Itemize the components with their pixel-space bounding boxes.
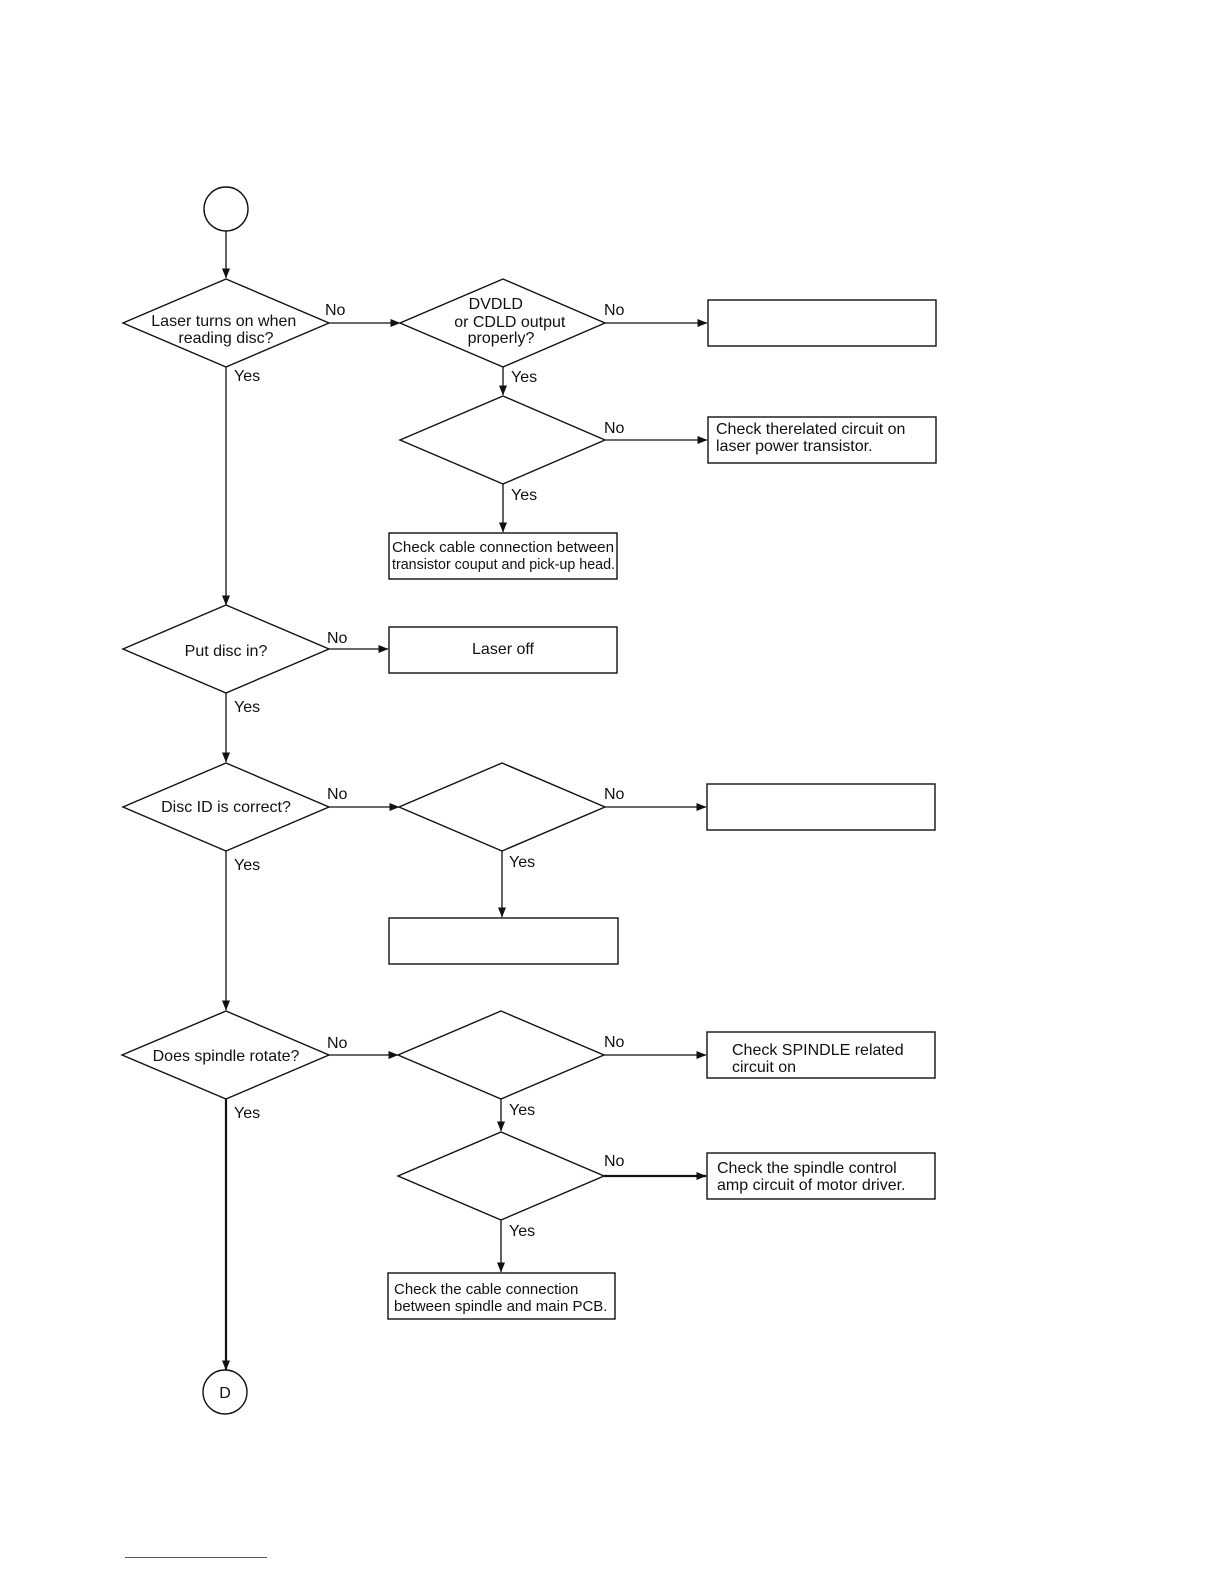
decision-spindle: Does spindle rotate? (120, 1010, 331, 1100)
label-no: No (327, 630, 348, 647)
svg-text:Check cable connection between: Check cable connection between (392, 539, 614, 556)
label-yes: Yes (509, 854, 535, 871)
box-text-line: Laser off (472, 641, 535, 658)
label-yes: Yes (234, 857, 260, 874)
box-text-line: between spindle and main PCB. (394, 1298, 607, 1315)
box-text-line: amp circuit of motor driver. (717, 1177, 906, 1194)
label-no: No (604, 1153, 625, 1170)
label-no: No (604, 420, 625, 437)
decision-text-line: Put disc in? (185, 643, 268, 660)
decision-text-line: Disc ID is correct? (161, 799, 291, 816)
box-blank-top (707, 299, 937, 347)
branch-labels: No No Yes Yes No Yes No Yes No No Yes Ye… (234, 302, 625, 1240)
svg-text:Laser turns on when read: Laser turns on when reading disc? (151, 313, 300, 347)
label-no: No (604, 786, 625, 803)
end-connector: D (202, 1369, 248, 1415)
box-laser-transistor: Check therelated circuit on laser power … (707, 416, 937, 464)
decision-blank-3 (396, 1010, 606, 1100)
svg-text:Check SPINDLE related ci: Check SPINDLE related circuit on (732, 1042, 908, 1076)
label-yes: Yes (511, 487, 537, 504)
decision-text-line: properly? (468, 330, 535, 347)
svg-text:Check therelated circuit on: Check therelated circuit on laser power … (716, 421, 910, 455)
decision-blank-4 (396, 1131, 606, 1221)
svg-text:Does spindle rotate?: Does spindle rotate? (153, 1048, 300, 1065)
label-yes: Yes (509, 1102, 535, 1119)
label-yes: Yes (234, 699, 260, 716)
end-connector-label: D (219, 1385, 231, 1402)
decision-text-line: reading disc? (178, 330, 273, 347)
label-no: No (325, 302, 346, 319)
box-text-line: Check therelated circuit on (716, 421, 905, 438)
label-yes: Yes (509, 1223, 535, 1240)
decision-disc-id: Disc ID is correct? (121, 762, 331, 852)
label-yes: Yes (234, 368, 260, 385)
box-blank-mid-center (388, 917, 619, 965)
box-text-line: Check the cable connection (394, 1281, 578, 1298)
box-spindle-circuit: Check SPINDLE related circuit on (706, 1031, 936, 1079)
start-connector (203, 186, 249, 232)
box-cable-pickup: Check cable connection between transisto… (388, 532, 618, 580)
footer-rule (125, 1557, 267, 1558)
decision-laser-on: Laser turns on when reading disc? (121, 278, 331, 368)
svg-text:transistor couput and pick-up: transistor couput and pick-up head. (392, 556, 615, 573)
decision-put-disc: Put disc in? (121, 604, 331, 694)
decision-text-line: Laser turns on when (151, 313, 296, 330)
decision-text-line: DVDLD (469, 296, 523, 313)
box-text-line: laser power transistor. (716, 438, 873, 455)
box-text-line: Check cable connection between (392, 539, 614, 556)
box-spindle-cable: Check the cable connection between spind… (387, 1272, 616, 1320)
decision-ld-output: DVDLD or CDLD output properly? (398, 278, 607, 368)
label-no: No (604, 302, 625, 319)
label-yes: Yes (234, 1105, 260, 1122)
svg-text:Put disc in?: Put disc in? (185, 643, 268, 660)
decision-text-line: Does spindle rotate? (153, 1048, 300, 1065)
svg-text:Laser off: Laser off (472, 641, 535, 658)
flow-lines (222, 231, 708, 1371)
box-text-line: Check SPINDLE related (732, 1042, 904, 1059)
decision-text-line: or CDLD output (454, 314, 566, 331)
label-no: No (327, 786, 348, 803)
box-text-line: circuit on (732, 1059, 796, 1076)
svg-text:Disc ID is correct?: Disc ID is correct? (161, 799, 291, 816)
box-text-line: transistor couput and pick-up head. (392, 556, 615, 573)
svg-text:Check the cable connection: Check the cable connection between spind… (394, 1281, 607, 1315)
decision-blank-2 (397, 762, 607, 852)
box-blank-mid-right (706, 783, 936, 831)
label-yes: Yes (511, 369, 537, 386)
box-spindle-amp: Check the spindle control amp circuit of… (706, 1152, 936, 1200)
svg-text:DVDLD or CDLD output: DVDLD or CDLD output properly? (454, 296, 570, 347)
box-text-line: Check the spindle control (717, 1160, 897, 1177)
decision-blank-1 (398, 395, 607, 485)
label-no: No (604, 1034, 625, 1051)
label-no: No (327, 1035, 348, 1052)
box-laser-off: Laser off (388, 626, 618, 674)
svg-text:Check the spindle control: Check the spindle control amp circuit of… (717, 1160, 906, 1194)
